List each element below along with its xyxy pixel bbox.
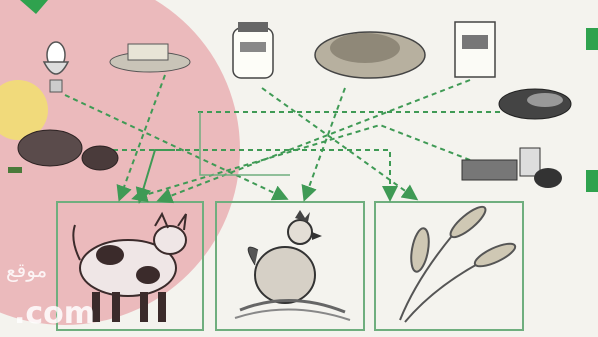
milk-carton (455, 22, 495, 77)
milk-jar (233, 22, 273, 78)
watermark-arabic-text: موقع (6, 258, 47, 282)
roast-chicken (315, 32, 425, 78)
arrow-milkjar-to-wheat (262, 88, 415, 198)
green-mark-right-top (586, 28, 598, 50)
wheat-box (375, 202, 523, 330)
bread-loaf (499, 89, 571, 119)
hen-illustration (235, 210, 350, 320)
watermark-com-text: .com (14, 296, 95, 331)
cheese-and-milk (462, 148, 562, 188)
green-mark-right-mid (586, 170, 598, 192)
wheat-illustration (400, 202, 518, 322)
